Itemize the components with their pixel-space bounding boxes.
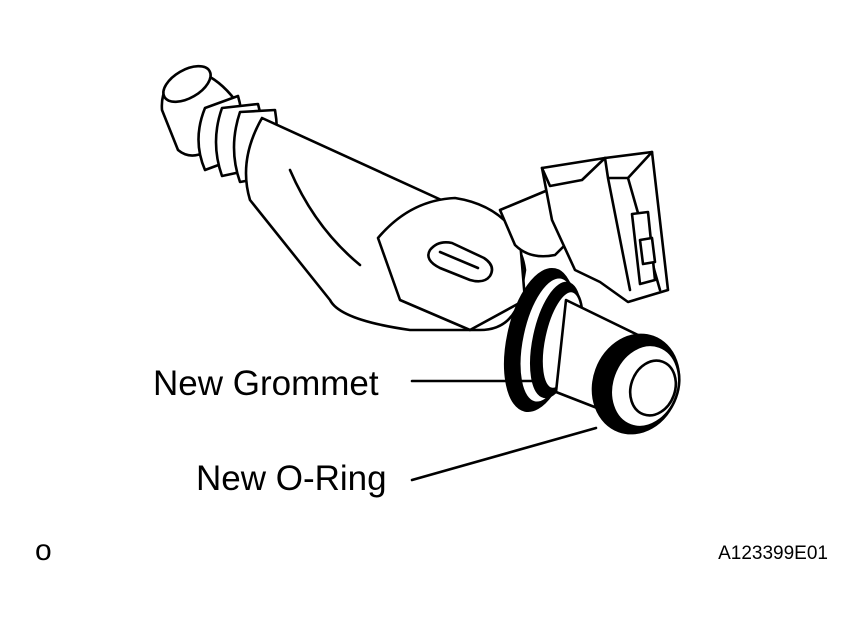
fuel-injector: [160, 64, 681, 482]
label-new-o-ring: New O-Ring: [196, 459, 387, 498]
body-highlight-line: [288, 168, 362, 267]
connector-top-edge: [540, 156, 607, 188]
inlet-cap-end: [162, 64, 212, 104]
connector-lock-tab: [638, 236, 657, 266]
figure-code: A123399E01: [718, 543, 828, 564]
nozzle-tip-inner: [628, 359, 678, 417]
label-new-grommet: New Grommet: [153, 364, 379, 403]
body-slot-inner: [438, 250, 480, 270]
leader-oring: [410, 426, 598, 482]
footer-mark: o: [35, 534, 52, 567]
